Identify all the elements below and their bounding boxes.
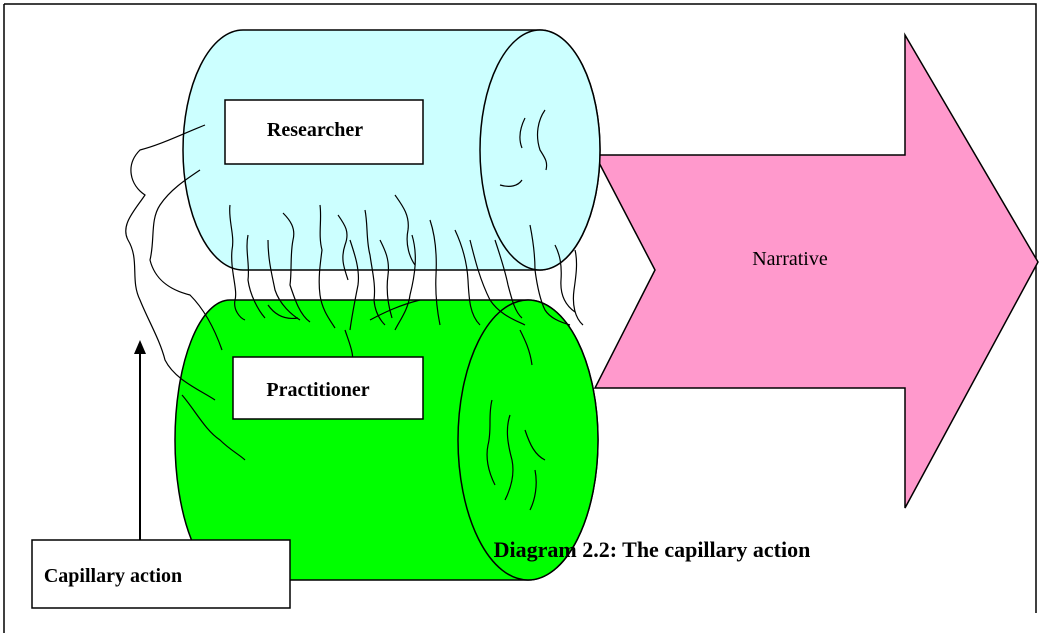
narrative-arrow xyxy=(593,32,1039,509)
practitioner-box xyxy=(232,356,424,420)
capillary-arrow xyxy=(134,340,146,540)
practitioner-label: Practitioner xyxy=(266,379,369,401)
researcher-box xyxy=(224,99,424,165)
capillary-threads xyxy=(125,109,584,511)
researcher-label: Researcher xyxy=(267,119,363,141)
figure-frame xyxy=(3,3,1037,633)
practitioner-cylinder-end xyxy=(457,299,599,581)
capillary-label: Capillary action xyxy=(44,565,182,587)
diagram-caption: Diagram 2.2: The capillary action xyxy=(494,537,811,562)
narrative-label: Narrative xyxy=(752,248,828,270)
capillary-box xyxy=(31,539,291,609)
